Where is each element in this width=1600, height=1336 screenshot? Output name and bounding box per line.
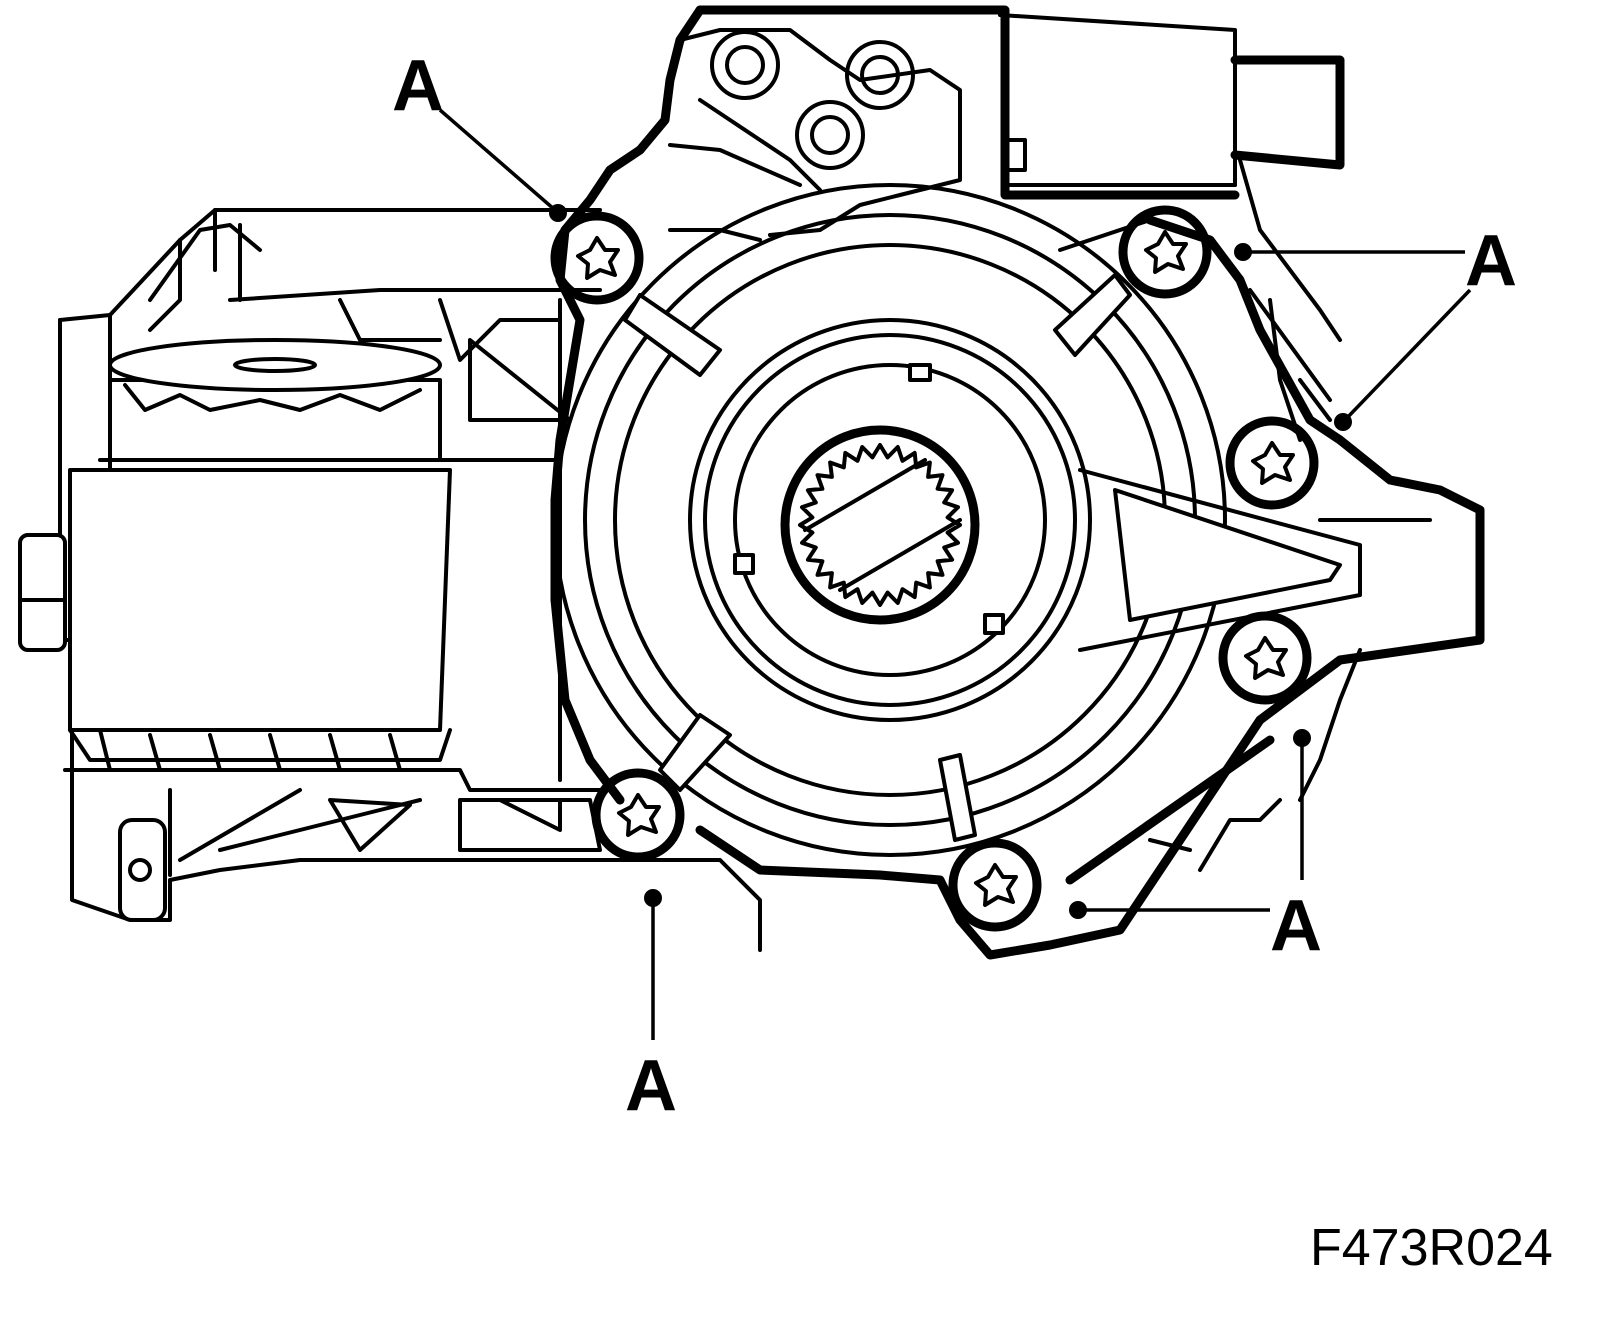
bolt-bottom-right: [948, 838, 1042, 932]
splined-hub: [780, 425, 980, 625]
bolt-right-upper: [1225, 416, 1319, 510]
leader-lines: [438, 108, 1472, 1040]
figure-reference: F473R024: [1310, 1219, 1553, 1277]
callout-label: A: [392, 46, 444, 126]
bolt-top-right: [1118, 205, 1212, 299]
main-housing-body: [550, 145, 1485, 960]
pump-rings: [553, 183, 1362, 857]
ring-gear-drum: [68, 338, 452, 772]
callout-label: A: [625, 1046, 677, 1126]
left-bracket-frame: [18, 208, 762, 952]
bolt-top-left: [550, 211, 644, 305]
actuator-housing: [635, 5, 1345, 237]
bolt-right-lower: [1218, 611, 1312, 705]
lower-truss: [63, 768, 602, 877]
callout-label: A: [1465, 221, 1517, 301]
bolt-bottom-left: [591, 768, 685, 862]
callout-label: A: [1270, 886, 1322, 966]
